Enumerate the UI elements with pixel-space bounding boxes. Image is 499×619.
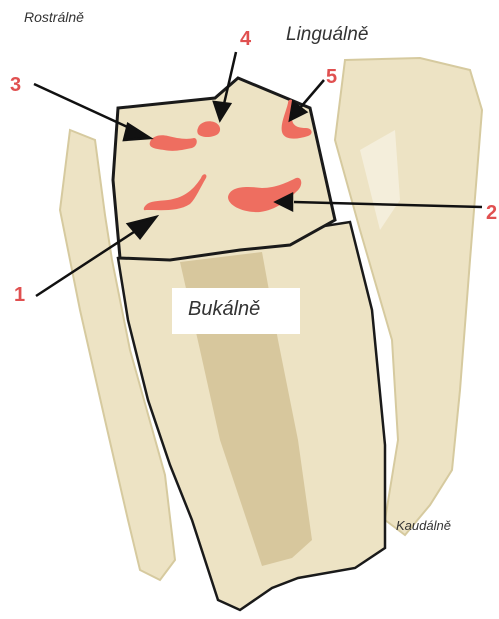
marker-number-5: 5 <box>326 66 337 89</box>
arrow-5-line <box>300 80 324 108</box>
marker-number-1: 1 <box>14 284 25 307</box>
label-caudal: Kaudálně <box>396 518 451 533</box>
marker-number-2: 2 <box>486 202 497 225</box>
marker-number-4: 4 <box>240 28 251 51</box>
label-lingual: Linguálně <box>286 24 368 46</box>
label-rostral: Rostrálně <box>24 9 84 25</box>
marker-number-3: 3 <box>10 74 21 97</box>
label-buccal: Bukálně <box>188 298 260 321</box>
